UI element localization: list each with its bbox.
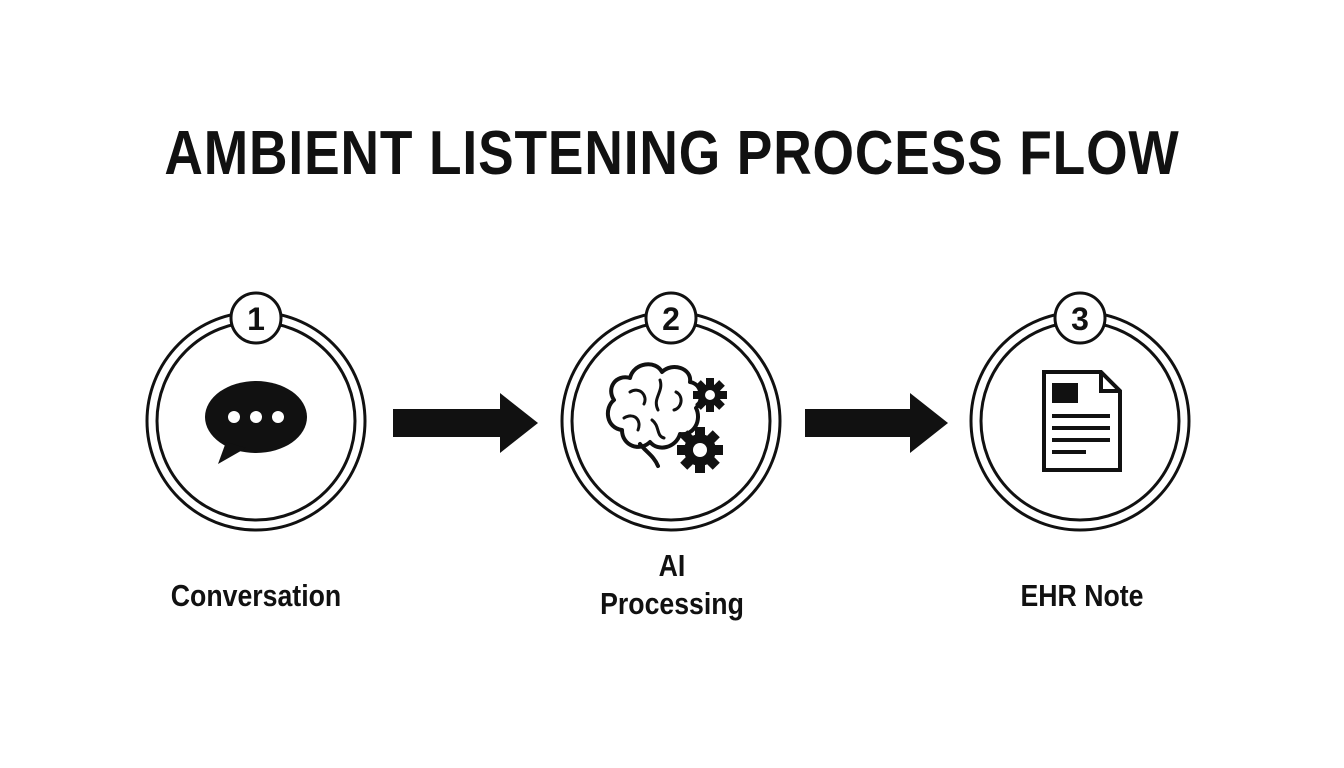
step-3-number-badge (1053, 291, 1107, 345)
page-title: AMBIENT LISTENING PROCESS FLOW (164, 119, 1180, 188)
step-2-number-badge (644, 291, 698, 345)
speech-bubble-icon (205, 381, 307, 464)
step-2-label-line: Processing (600, 586, 744, 621)
step-2: 2 (560, 291, 782, 532)
brain-gears-icon (605, 362, 727, 473)
arrow-2-to-3 (805, 393, 948, 453)
step-2-number: 2 (662, 301, 680, 337)
step-2-label: AI Processing (543, 547, 801, 623)
step-3-label: EHR Note (953, 577, 1211, 615)
step-1: 1 (145, 291, 367, 532)
step-1-number-badge (229, 291, 283, 345)
step-2-label-line: AI (658, 548, 686, 583)
step-1-label: Conversation (127, 577, 385, 615)
step-1-label-line: Conversation (170, 578, 342, 613)
step-1-number: 1 (247, 301, 265, 337)
step-3-number: 3 (1071, 301, 1089, 337)
step-3: 3 (969, 291, 1191, 532)
step-3-label-line: EHR Note (1020, 578, 1144, 613)
arrow-1-to-2 (393, 393, 538, 453)
document-icon (1042, 370, 1122, 472)
